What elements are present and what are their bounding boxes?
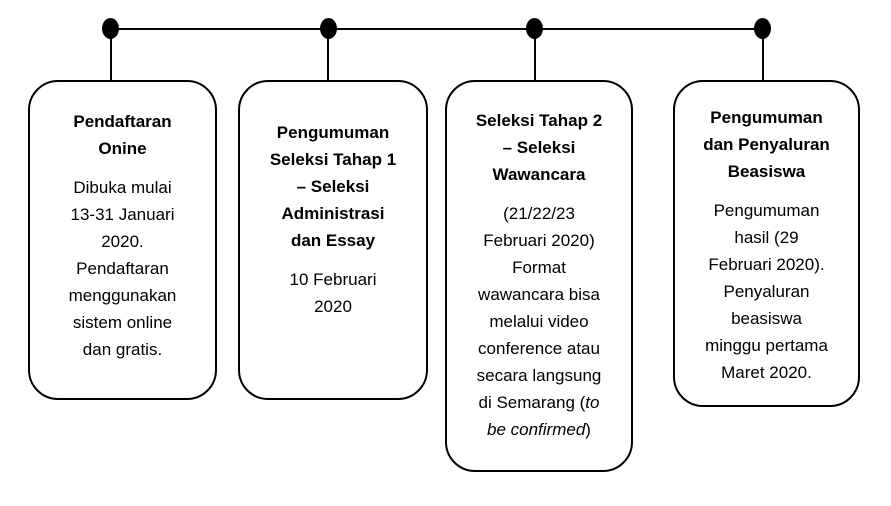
milestone-body-text: (21/22/23 Februari 2020) Format wawancar… — [476, 204, 602, 412]
timeline-line — [111, 28, 763, 30]
milestone-body: (21/22/23 Februari 2020) Format wawancar… — [455, 200, 623, 443]
timeline-node-dot — [526, 18, 543, 39]
milestone-title: Pengumuman Seleksi Tahap 1 – Seleksi Adm… — [269, 123, 397, 250]
connector-line — [327, 29, 329, 80]
milestone-title: Pendaftaran Onine — [73, 112, 172, 158]
milestone-body: Dibuka mulai 13-31 Januari 2020. Pendaft… — [68, 178, 177, 359]
milestone-card-seleksi-tahap-2: Seleksi Tahap 2 – Seleksi Wawancara (21/… — [445, 80, 633, 472]
milestone-card-pendaftaran-online: Pendaftaran Onine Dibuka mulai 13-31 Jan… — [28, 80, 217, 400]
connector-line — [534, 29, 536, 80]
milestone-body: 10 Februari 2020 — [289, 270, 377, 316]
timeline-node-dot — [320, 18, 337, 39]
connector-line — [110, 29, 112, 80]
milestone-title: Pengumuman dan Penyaluran Beasiswa — [703, 108, 830, 181]
milestone-body-italic-text: to be confirmed — [487, 393, 600, 439]
milestone-body: Pengumuman hasil (29 Februari 2020). Pen… — [705, 201, 828, 382]
milestone-body-text: ) — [585, 420, 591, 439]
timeline-node-dot — [754, 18, 771, 39]
milestone-title: Seleksi Tahap 2 – Seleksi Wawancara — [475, 111, 603, 184]
timeline-node-dot — [102, 18, 119, 39]
milestone-card-seleksi-tahap-1: Pengumuman Seleksi Tahap 1 – Seleksi Adm… — [238, 80, 428, 400]
milestone-card-pengumuman-penyaluran: Pengumuman dan Penyaluran Beasiswa Pengu… — [673, 80, 860, 407]
connector-line — [762, 29, 764, 80]
